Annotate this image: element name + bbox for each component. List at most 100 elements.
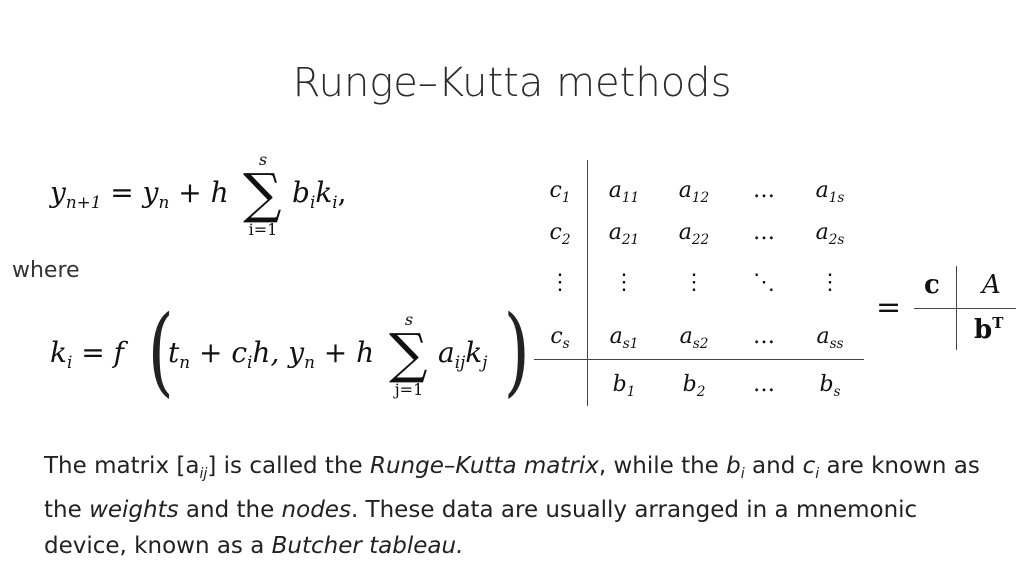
tableau-cell: a22 <box>664 220 724 248</box>
tableau-cell-symbol: ⋱ <box>753 270 775 295</box>
tableau-cell-symbol: ⋮ <box>613 270 635 295</box>
tableau-cell-sub: 1 <box>561 189 571 206</box>
eq2-t: t <box>168 336 180 369</box>
eq1-rhs-sub: n <box>158 191 170 212</box>
eq2-plus-c: + c <box>198 336 248 369</box>
tableau-cell-symbol: c <box>549 178 562 203</box>
eq2-y: y <box>288 336 305 369</box>
caption-var-c: c <box>802 453 816 479</box>
caption-sub: i <box>740 465 745 482</box>
tableau-cell: … <box>734 178 794 203</box>
tableau-cell: a21 <box>594 220 654 248</box>
tableau-cell-sub: 2 <box>696 383 706 400</box>
eq2-y-sub: n <box>304 351 315 372</box>
eq1-sum-bottom: i=1 <box>248 220 278 239</box>
tableau-cell: … <box>734 220 794 245</box>
sigma-icon: ∑ <box>243 162 282 225</box>
tableau-cell-symbol: c <box>550 324 563 349</box>
compact-b: b <box>974 315 993 345</box>
eq2-a: a <box>438 336 455 369</box>
tableau-cell: ass <box>800 324 860 352</box>
caption-term-weights: weights <box>89 496 179 523</box>
tableau-cell: ⋱ <box>734 270 794 295</box>
eq1-summand: biki, <box>292 176 347 212</box>
tableau-cell: bs <box>800 372 860 400</box>
tableau-cell-symbol: a <box>609 324 623 349</box>
tableau-cell-symbol: a <box>815 178 829 203</box>
tableau-cell: ⋮ <box>800 270 860 295</box>
tableau-cell-symbol: a <box>678 178 692 203</box>
caption-term-butcher: Butcher tableau. <box>271 532 464 559</box>
tableau-cell-symbol: … <box>753 324 775 349</box>
tableau-cell-symbol: … <box>753 220 775 245</box>
tableau-cell-symbol: ⋮ <box>549 270 571 295</box>
tableau-cell-symbol: ⋮ <box>683 270 705 295</box>
left-paren-icon: ( <box>147 295 174 407</box>
compact-horizontal-rule <box>914 308 1016 309</box>
tableau-cell: ⋮ <box>664 270 724 295</box>
tableau-cell: c2 <box>530 220 590 248</box>
tableau-cell-sub: 1s <box>828 189 845 206</box>
tableau-cell: … <box>734 372 794 397</box>
tableau-cell-sub: 2 <box>561 231 571 248</box>
k-stage-equation: ki = f <box>50 336 124 372</box>
tableau-cell: as2 <box>664 324 724 352</box>
eq2-c-sub: i <box>247 351 253 372</box>
eq2-k-sub: i <box>66 351 73 372</box>
compact-A: A <box>982 270 1001 300</box>
tableau-cell-sub: ss <box>829 335 844 352</box>
eq1-b-sub: i <box>309 191 316 212</box>
eq2-k2-sub: j <box>482 351 488 372</box>
caption-sub: ij <box>199 465 208 482</box>
eq2-plus-h: + h <box>323 336 375 369</box>
where-label: where <box>12 258 80 283</box>
tableau-cell-symbol: … <box>753 372 775 397</box>
eq1-lhs-sub: n+1 <box>65 191 102 212</box>
eq2-t-sub: n <box>179 351 191 372</box>
tableau-cell-symbol: c <box>549 220 562 245</box>
eq1-k-sub: i <box>332 191 338 212</box>
caption-sub: i <box>815 465 820 482</box>
slide-title: Runge–Kutta methods <box>292 60 732 106</box>
caption-var-b: b <box>726 453 741 479</box>
eq1-b: b <box>292 176 310 209</box>
eq1-equals: = <box>110 176 134 209</box>
tableau-cell: … <box>734 324 794 349</box>
eq1-lhs-y: y <box>50 176 66 209</box>
eq2-sum-bottom: j=1 <box>394 380 424 399</box>
eq1-rhs-y: y <box>142 176 159 209</box>
tableau-cell: a12 <box>664 178 724 206</box>
caption-text: The matrix [a <box>44 453 200 479</box>
caption-text: , while the <box>598 453 727 479</box>
tableau-cell-sub: 12 <box>691 189 710 206</box>
tableau-equals: = <box>876 290 902 325</box>
eq2-a-sub: ij <box>454 351 466 372</box>
compact-T: T <box>992 314 1004 332</box>
tableau-vertical-rule <box>587 160 588 406</box>
caption-text: and <box>744 453 803 479</box>
tableau-cell-symbol: a <box>816 324 830 349</box>
tableau-cell-symbol: ⋮ <box>819 270 841 295</box>
tableau-cell-symbol: a <box>608 178 622 203</box>
rk-update-equation: yn+1 = yn + h <box>50 176 229 212</box>
tableau-cell-sub: s2 <box>692 335 709 352</box>
eq2-k: k <box>50 336 67 369</box>
caption-term-rk-matrix: Runge–Kutta matrix <box>369 453 599 479</box>
sigma-icon: ∑ <box>389 322 428 385</box>
tableau-cell: as1 <box>594 324 654 352</box>
tableau-cell-sub: 2s <box>828 231 845 248</box>
tableau-cell-symbol: b <box>612 372 627 397</box>
tableau-cell-symbol: … <box>753 178 775 203</box>
tableau-cell: a1s <box>800 178 860 206</box>
eq2-summand: aijkj <box>438 336 487 372</box>
tableau-cell-sub: s <box>562 335 570 352</box>
right-paren-icon: ) <box>503 295 530 407</box>
tableau-cell-symbol: b <box>819 372 834 397</box>
caption-term-nodes: nodes <box>281 496 351 523</box>
tableau-cell: b1 <box>594 372 654 400</box>
eq1-k: k <box>315 176 333 209</box>
eq1-sum: s ∑ i=1 <box>238 150 288 240</box>
tableau-cell-symbol: b <box>682 372 697 397</box>
caption-text: are known as the <box>44 453 980 523</box>
tableau-cell-sub: s1 <box>622 335 639 352</box>
